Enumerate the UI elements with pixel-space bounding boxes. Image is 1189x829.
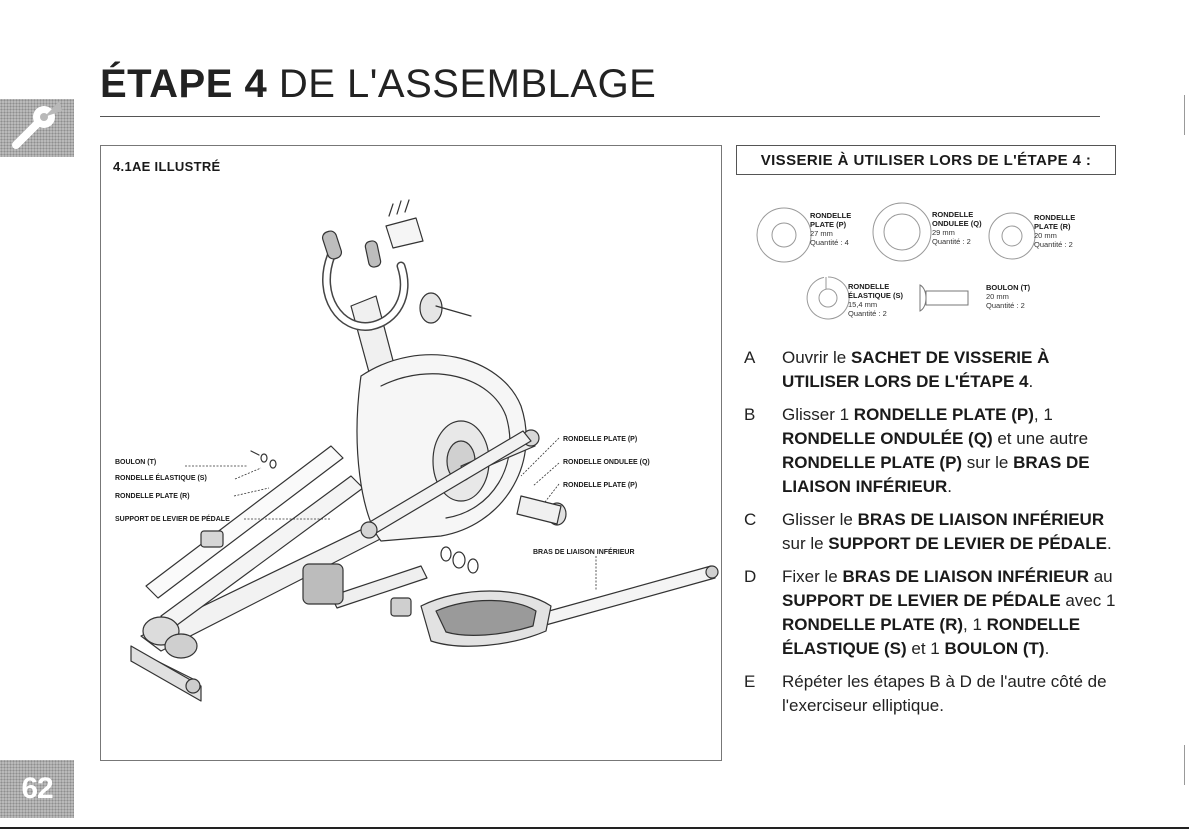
- callout-bras-liaison: BRAS DE LIAISON INFÉRIEUR: [533, 547, 635, 556]
- page-number: 62: [21, 772, 53, 805]
- wrench-icon: [12, 101, 62, 149]
- step-d: D Fixer le BRAS DE LIAISON INFÉRIEUR au …: [744, 567, 1116, 658]
- callout-rondelle-plate-p-1: RONDELLE PLATE (P): [563, 436, 637, 443]
- callout-rondelle-ondulee-q: RONDELLE ONDULEE (Q): [563, 459, 650, 466]
- callout-rondelle-plate-r: RONDELLE PLATE (R): [115, 493, 190, 500]
- edge-mark: [1184, 745, 1185, 785]
- page-title: ÉTAPE 4 DE L'ASSEMBLAGE: [100, 62, 656, 107]
- step-c: C Glisser le BRAS DE LIAISON INFÉRIEUR s…: [744, 510, 1112, 553]
- callout-support-levier: SUPPORT DE LEVIER DE PÉDALE: [115, 514, 230, 523]
- tool-tab: [0, 99, 74, 157]
- illustration-label: 4.1AE ILLUSTRÉ: [113, 159, 221, 174]
- step-e: E Répéter les étapes B à D de l'autre cô…: [744, 672, 1107, 715]
- title-divider: [100, 116, 1100, 117]
- step-a: A Ouvrir le SACHET DE VISSERIE À UTILISE…: [744, 348, 1050, 391]
- elliptical-illustration: BOULON (T) RONDELLE ÉLASTIQUE (S) RONDEL…: [115, 199, 719, 702]
- callout-rondelle-elastique-s: RONDELLE ÉLASTIQUE (S): [115, 473, 207, 482]
- bottom-rule: [0, 827, 1189, 829]
- page-number-tab: 62: [0, 760, 74, 818]
- callout-rondelle-plate-p-2: RONDELLE PLATE (P): [563, 482, 637, 489]
- step-b: B Glisser 1 RONDELLE PLATE (P), 1 RONDEL…: [744, 405, 1090, 496]
- washer-icon: [988, 212, 1036, 260]
- bolt-icon: [919, 284, 969, 312]
- edge-mark: [1184, 95, 1185, 135]
- instructions: A Ouvrir le SACHET DE VISSERIE À UTILISE…: [744, 346, 1124, 727]
- title-rest: DE L'ASSEMBLAGE: [267, 62, 657, 106]
- hardware-header: VISSERIE À UTILISER LORS DE L'ÉTAPE 4 :: [736, 145, 1116, 175]
- illustration-panel: 4.1AE ILLUSTRÉ: [100, 145, 722, 761]
- split-washer-icon: [806, 276, 850, 320]
- wave-washer-icon: [872, 202, 932, 262]
- title-step: ÉTAPE 4: [100, 62, 268, 106]
- callout-boulon-t: BOULON (T): [115, 459, 156, 466]
- washer-icon: [756, 207, 812, 263]
